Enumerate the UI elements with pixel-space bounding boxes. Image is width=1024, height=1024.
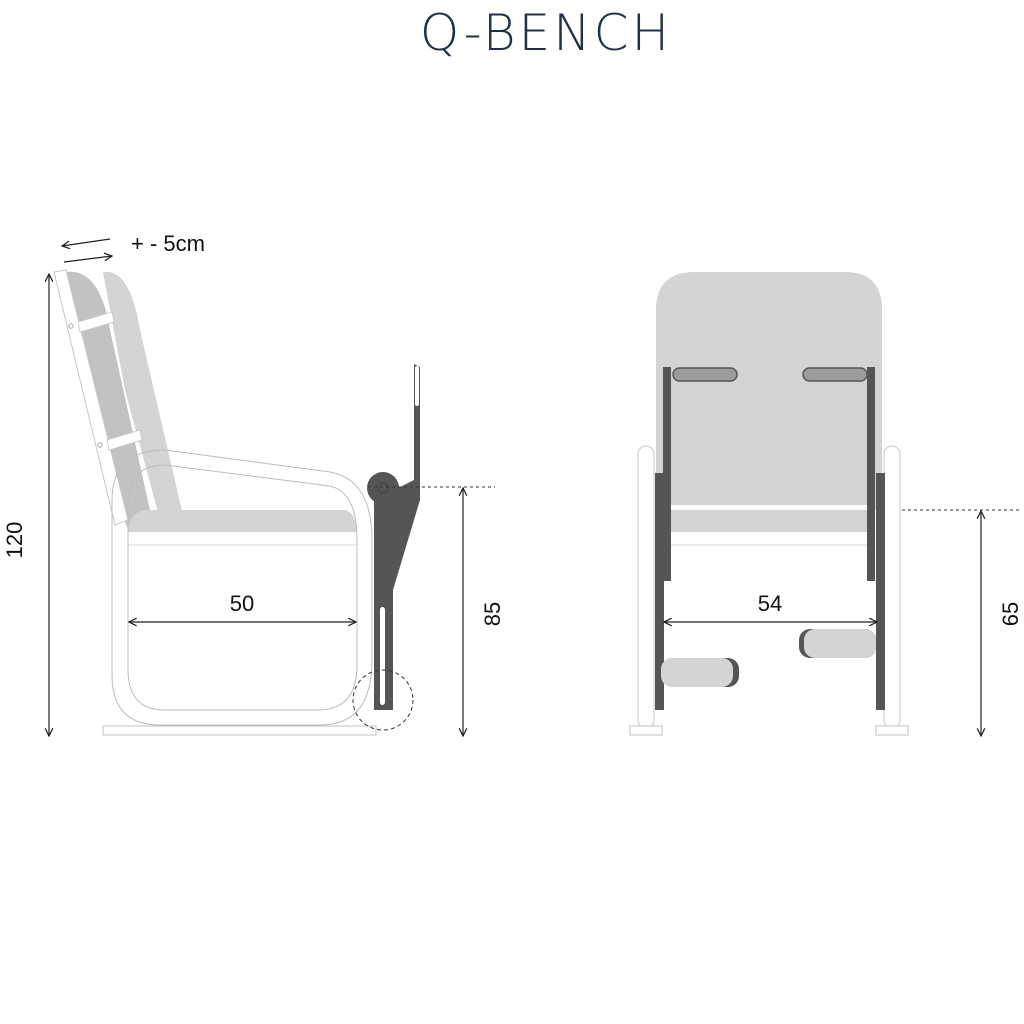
seat-front xyxy=(670,510,868,532)
right-foot xyxy=(875,725,909,736)
left-armrest-post xyxy=(637,445,655,729)
width-label: 54 xyxy=(758,591,782,616)
backrest-cushion-front xyxy=(103,271,183,520)
pivot-knob xyxy=(367,472,399,504)
depth-label: 50 xyxy=(230,591,254,616)
side-frame-loop xyxy=(111,449,373,726)
left-foot xyxy=(629,725,663,736)
side-view: + - 5cm 120 50 85 xyxy=(2,231,505,736)
height-label: 120 xyxy=(2,522,27,559)
right-armrest-post xyxy=(883,445,901,729)
seat-height-label: 65 xyxy=(998,602,1023,626)
right-back-pad xyxy=(802,367,868,382)
armrest-bracket xyxy=(374,364,420,710)
product-title: Q-BENCH xyxy=(419,4,673,62)
side-base-plate xyxy=(102,725,377,736)
adjust-arrow-back xyxy=(62,238,111,246)
backrest-cushion-rear xyxy=(66,271,150,530)
armrest-height-label: 85 xyxy=(480,602,505,626)
backrest-panel xyxy=(656,272,882,510)
front-view: 54 65 xyxy=(629,272,1023,736)
left-back-pad xyxy=(672,367,738,382)
adjust-arrow-forward xyxy=(63,256,112,263)
right-foot-pad xyxy=(804,629,876,658)
seat-cushion xyxy=(128,510,357,532)
detail-circle xyxy=(352,669,414,731)
left-foot-pad xyxy=(661,658,733,687)
adjustment-label: + - 5cm xyxy=(131,231,205,256)
